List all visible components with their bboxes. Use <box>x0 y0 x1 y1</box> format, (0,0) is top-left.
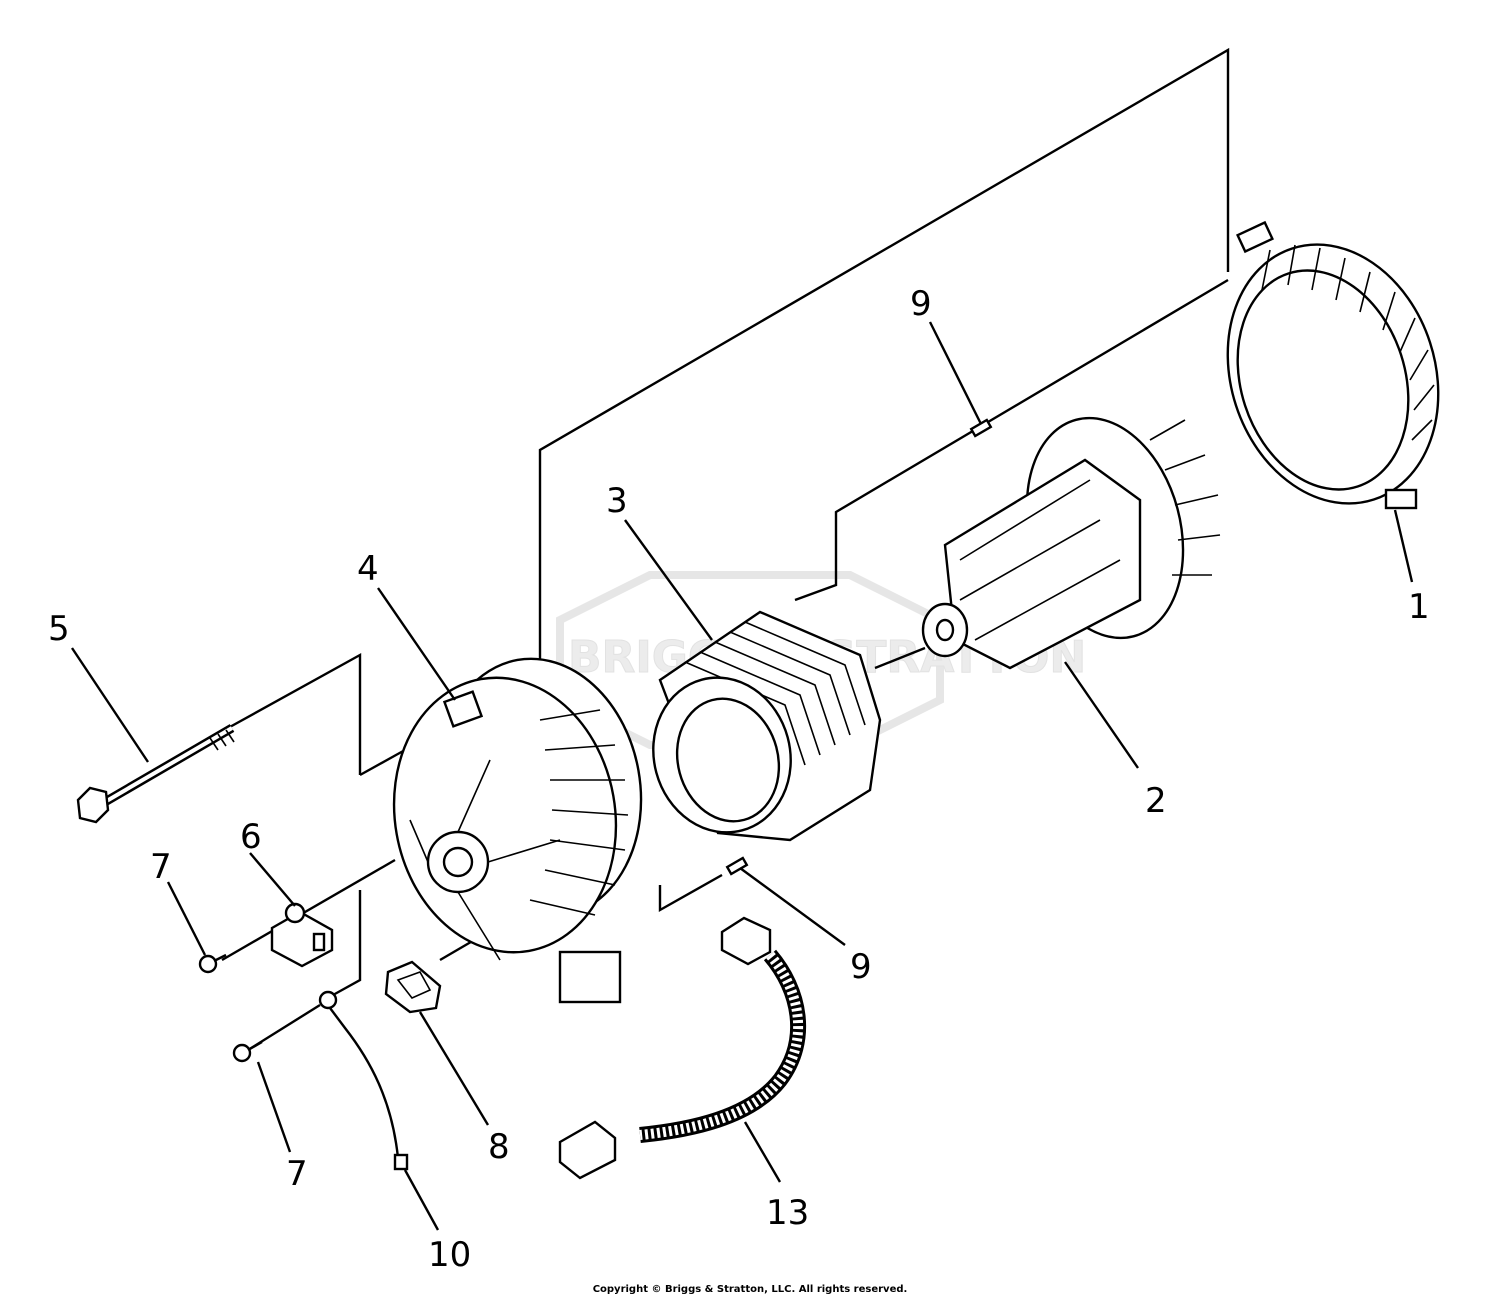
part-3-stator <box>652 610 882 842</box>
part-6-brush-holder <box>270 902 334 968</box>
part-8-rectifier <box>384 960 442 1014</box>
part-9-pin-upper <box>969 418 993 438</box>
callout-7-upper: 7 <box>150 847 172 887</box>
callout-3: 3 <box>606 481 628 521</box>
part-4-front-housing <box>392 657 643 1004</box>
leader-lines <box>71 321 1414 1231</box>
part-13-wire-harness <box>558 916 807 1180</box>
callout-13: 13 <box>766 1193 809 1233</box>
part-1-end-bell <box>1226 220 1440 510</box>
callout-5: 5 <box>48 609 70 649</box>
callout-10: 10 <box>428 1235 471 1275</box>
copyright-notice: Copyright © Briggs & Stratton, LLC. All … <box>592 1284 908 1295</box>
callout-8: 8 <box>488 1127 510 1167</box>
callout-6: 6 <box>240 817 262 857</box>
part-9-pin-lower <box>725 856 749 876</box>
callout-4: 4 <box>357 549 379 589</box>
callout-9-lower: 9 <box>850 947 872 987</box>
callout-2: 2 <box>1145 781 1167 821</box>
callout-9-upper: 9 <box>910 284 932 324</box>
part-2-rotor <box>921 416 1221 670</box>
part-10-ground-wire <box>318 990 409 1171</box>
callout-labels: 1 2 3 4 5 6 7 7 8 9 9 10 13 <box>48 284 1430 1275</box>
part-5-through-bolt <box>76 724 235 824</box>
callout-7-lower: 7 <box>286 1154 308 1194</box>
part-7-screw-lower <box>232 1040 263 1063</box>
callout-1: 1 <box>1408 587 1430 627</box>
part-7-screw-upper <box>198 953 227 974</box>
